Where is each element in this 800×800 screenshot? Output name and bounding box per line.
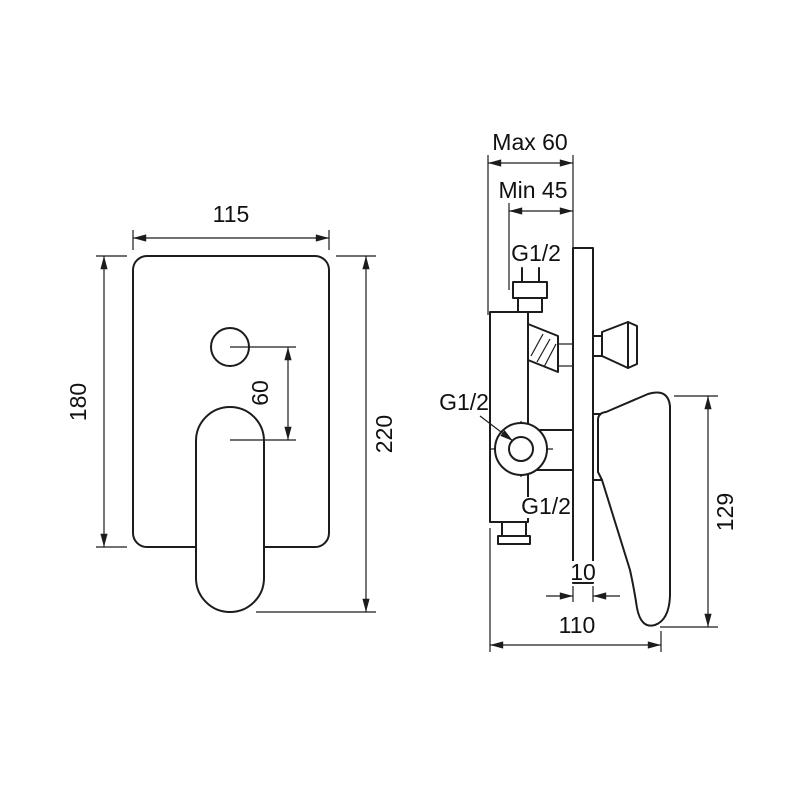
- dim-min-depth: Min 45: [498, 177, 573, 215]
- dim-width-label: 115: [213, 201, 250, 227]
- dim-plate-height-label: 180: [65, 383, 91, 421]
- dim-width: 115: [132, 201, 330, 250]
- dim-handle-height: 129: [660, 395, 738, 628]
- dim-plate-thickness: 10: [546, 559, 620, 602]
- dim-plate-height: 180: [65, 255, 127, 548]
- knob-body: [601, 321, 638, 369]
- hatch-line: [536, 338, 551, 363]
- top-connection-label: G1/2: [511, 240, 561, 266]
- hatch-line: [530, 333, 544, 357]
- dim-plate-thickness-label: 10: [570, 559, 596, 585]
- dim-max-depth-label: Max 60: [492, 129, 567, 155]
- dim-button-offset: 60: [230, 346, 296, 441]
- top-pipe-stub: [517, 297, 543, 313]
- dim-overall-height: 220: [256, 255, 397, 613]
- hatch-line: [543, 343, 557, 368]
- knob-stem: [592, 335, 603, 357]
- label-mask: [567, 561, 599, 582]
- valve-body-outline: [489, 311, 529, 523]
- inlet-connection: G1/2: [439, 389, 514, 442]
- inlet-port-inner-circle: [508, 436, 534, 462]
- leader-line: [479, 415, 514, 442]
- dim-button-offset-label: 60: [247, 380, 273, 406]
- label-mask: [520, 497, 572, 518]
- bottom-pipe-flange: [497, 535, 531, 545]
- dim-max-depth: Max 60: [488, 129, 573, 167]
- front-view: 115 180 220 60: [65, 201, 397, 613]
- dim-overall-height-label: 220: [371, 415, 397, 453]
- wall-plate-side: [572, 247, 594, 584]
- handle-blade: [597, 391, 671, 627]
- dim-min-depth-label: Min 45: [498, 177, 567, 203]
- top-connection: G1/2: [511, 240, 561, 313]
- side-view: Max 60 Min 45 G1/2: [439, 129, 738, 652]
- dim-handle-height-label: 129: [712, 493, 738, 531]
- diverter-knob-side: [592, 321, 638, 369]
- dim-overall-depth-label: 110: [559, 612, 596, 638]
- inlet-port-circle: [494, 422, 548, 476]
- lever-handle-front: [195, 406, 265, 613]
- bottom-pipe-stub: [501, 521, 527, 537]
- mounting-bracket: [527, 323, 559, 373]
- top-pipe-fitting: [512, 281, 548, 299]
- bottom-connection-label: G1/2: [521, 493, 571, 519]
- bottom-connection: G1/2: [520, 493, 572, 519]
- inlet-connection-label: G1/2: [439, 389, 489, 415]
- dim-overall-depth: 110: [489, 528, 662, 652]
- lever-handle-side: [592, 391, 671, 627]
